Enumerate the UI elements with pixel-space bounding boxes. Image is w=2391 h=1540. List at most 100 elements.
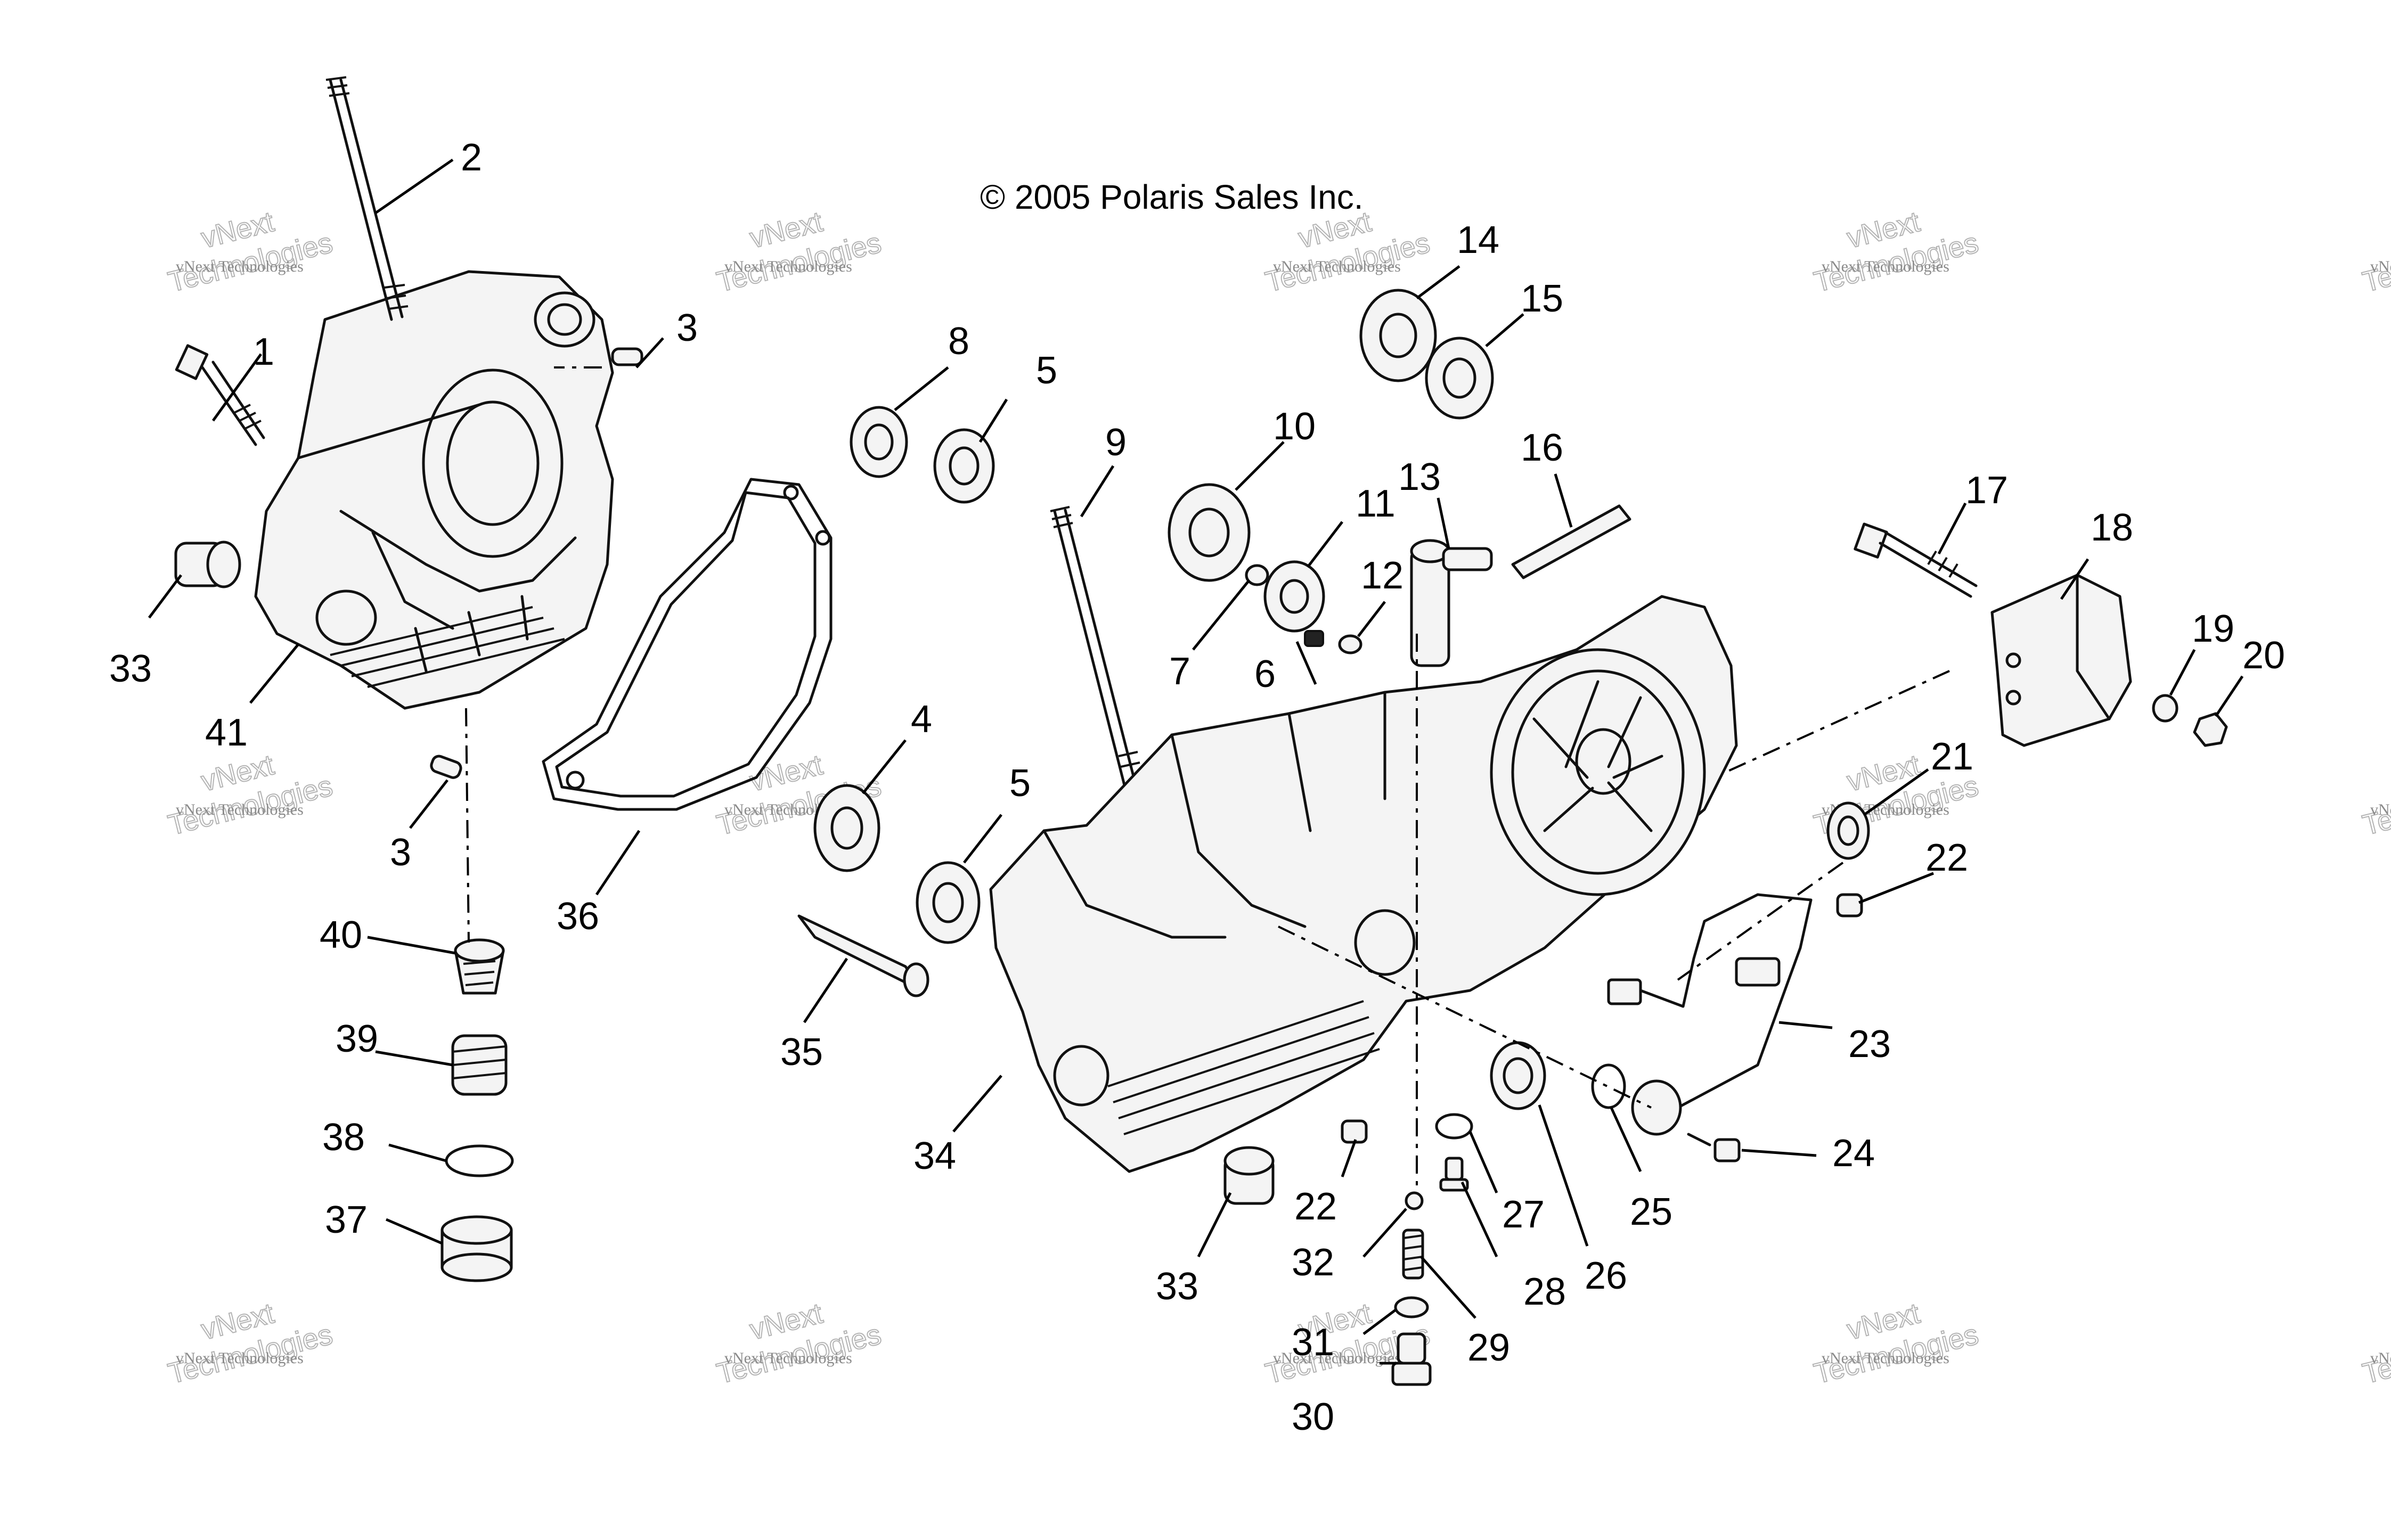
callout-23: 23 bbox=[1848, 1023, 1891, 1066]
callout-36: 36 bbox=[557, 895, 599, 938]
callout-29: 29 bbox=[1467, 1326, 1510, 1369]
ball-bearing bbox=[813, 784, 880, 872]
washer bbox=[1245, 564, 1269, 586]
callout-40: 40 bbox=[320, 914, 362, 956]
callout-31: 31 bbox=[1292, 1321, 1334, 1364]
screw bbox=[1304, 630, 1324, 647]
hex-nut bbox=[2193, 712, 2228, 747]
callout-15: 15 bbox=[1521, 277, 1563, 320]
shaft-pin bbox=[1511, 504, 1631, 579]
dowel-pin bbox=[1836, 893, 1863, 918]
callout-20: 20 bbox=[2242, 634, 2285, 677]
svg-text:vNext Technologies: vNext Technologies bbox=[1822, 1349, 1949, 1367]
callout-1: 1 bbox=[253, 331, 274, 373]
svg-text:vNext Technologies: vNext Technologies bbox=[2370, 258, 2391, 275]
dowel-pin bbox=[1341, 1119, 1368, 1144]
callout-21: 21 bbox=[1931, 735, 1973, 778]
callout-labels: 1 2 3 3 4 5 5 6 7 8 9 10 11 12 13 14 15 … bbox=[109, 136, 2285, 1438]
ball-bearing bbox=[1263, 560, 1325, 633]
svg-text:vNext Technologies: vNext Technologies bbox=[2370, 801, 2391, 818]
callout-22: 22 bbox=[1294, 1185, 1337, 1228]
dowel-pin bbox=[611, 347, 643, 366]
callout-7: 7 bbox=[1169, 650, 1190, 693]
o-ring bbox=[445, 1144, 514, 1177]
copyright-text: © 2005 Polaris Sales Inc. bbox=[980, 178, 1364, 216]
callout-5: 5 bbox=[1036, 349, 1057, 392]
callout-30: 30 bbox=[1292, 1396, 1334, 1438]
svg-text:vNext Technologies: vNext Technologies bbox=[2370, 1349, 2391, 1367]
callout-34: 34 bbox=[913, 1135, 956, 1177]
callout-5: 5 bbox=[1009, 762, 1031, 805]
callout-38: 38 bbox=[322, 1116, 365, 1159]
callout-39: 39 bbox=[336, 1018, 378, 1060]
oil-screen bbox=[454, 938, 505, 995]
ball-bearing bbox=[1359, 289, 1437, 382]
callout-3: 3 bbox=[676, 307, 698, 349]
callout-18: 18 bbox=[2091, 506, 2133, 549]
callout-22: 22 bbox=[1925, 837, 1968, 879]
spring bbox=[1402, 1228, 1424, 1280]
callout-12: 12 bbox=[1361, 554, 1403, 597]
callout-35: 35 bbox=[780, 1031, 823, 1074]
callout-33: 33 bbox=[109, 648, 152, 690]
svg-text:vNext Technologies: vNext Technologies bbox=[1273, 1349, 1401, 1367]
washer bbox=[2152, 694, 2178, 723]
callout-2: 2 bbox=[461, 136, 482, 179]
callout-10: 10 bbox=[1273, 405, 1316, 448]
washer bbox=[1435, 1113, 1473, 1140]
ball-bearing bbox=[850, 406, 908, 478]
svg-text:vNext Technologies: vNext Technologies bbox=[176, 801, 304, 818]
callout-19: 19 bbox=[2192, 608, 2234, 650]
right-crankcase-half bbox=[989, 595, 1738, 1173]
alignment-lines bbox=[465, 366, 1950, 1193]
screw bbox=[1687, 1133, 1741, 1162]
callout-32: 32 bbox=[1292, 1241, 1334, 1284]
spring bbox=[451, 1034, 508, 1096]
ball-bearing bbox=[933, 428, 995, 504]
speed-sensor-harness bbox=[1607, 893, 1813, 1136]
washer bbox=[1394, 1296, 1429, 1318]
callout-13: 13 bbox=[1398, 456, 1441, 498]
callout-37: 37 bbox=[325, 1199, 368, 1241]
leader-lines bbox=[148, 158, 2244, 1365]
drain-plug bbox=[1391, 1332, 1432, 1386]
washer bbox=[1338, 634, 1362, 654]
ball-bearing bbox=[1425, 337, 1494, 420]
callout-6: 6 bbox=[1254, 653, 1276, 695]
o-ring bbox=[1591, 1063, 1626, 1109]
bushing bbox=[1223, 1146, 1275, 1205]
callout-27: 27 bbox=[1502, 1193, 1545, 1236]
callout-8: 8 bbox=[948, 320, 969, 363]
callout-11: 11 bbox=[1356, 482, 1396, 525]
bushing bbox=[174, 540, 241, 588]
crankcase-gasket bbox=[542, 478, 833, 811]
callout-9: 9 bbox=[1105, 421, 1127, 464]
callout-4: 4 bbox=[911, 698, 932, 741]
svg-text:vNext Technologies: vNext Technologies bbox=[176, 258, 304, 275]
callout-25: 25 bbox=[1630, 1191, 1672, 1233]
svg-text:vNext Technologies: vNext Technologies bbox=[1822, 258, 1949, 275]
callout-41: 41 bbox=[205, 711, 248, 754]
stud-bolt bbox=[325, 76, 409, 321]
check-ball bbox=[1405, 1191, 1424, 1210]
callout-33: 33 bbox=[1156, 1265, 1198, 1308]
ball-bearing bbox=[1168, 483, 1251, 582]
drain-bolt bbox=[1439, 1157, 1469, 1192]
flange-bolt bbox=[1854, 522, 1978, 598]
callout-17: 17 bbox=[1965, 469, 2008, 512]
callout-3: 3 bbox=[390, 831, 411, 874]
callout-14: 14 bbox=[1457, 219, 1499, 261]
callout-24: 24 bbox=[1832, 1132, 1875, 1175]
stud-bolt bbox=[1050, 506, 1140, 795]
dowel-pin bbox=[430, 755, 462, 779]
mounting-bracket bbox=[1990, 574, 2132, 747]
ball-bearing bbox=[916, 861, 981, 944]
